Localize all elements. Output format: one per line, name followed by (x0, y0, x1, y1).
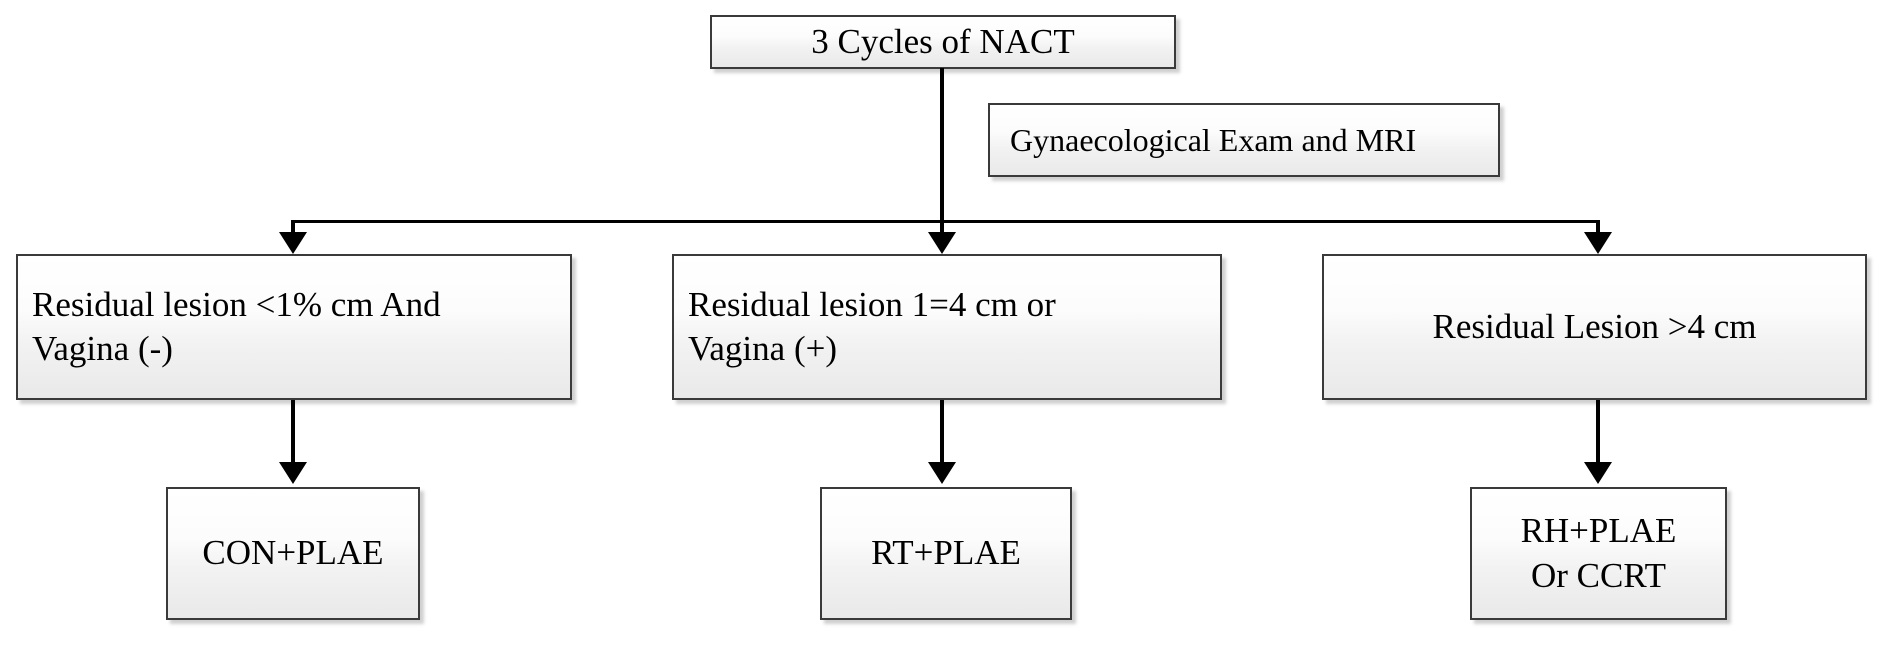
node-residual-lesion-mid-label: Residual lesion 1=4 cm or Vagina (+) (688, 284, 1056, 368)
node-3-cycles-of-nact[interactable]: 3 Cycles of NACT (710, 15, 1176, 69)
arrowhead-to-residual-mid (928, 232, 956, 254)
node-residual-lesion-small[interactable]: Residual lesion <1% cm And Vagina (-) (16, 254, 572, 400)
connector-distribution-bar (293, 220, 1600, 223)
arrowhead-to-residual-large (1584, 232, 1612, 254)
connector-leg-to-residual-large (1596, 220, 1600, 238)
connector-leg-to-residual-mid (940, 220, 944, 238)
node-treatment-rh-plae-or-ccrt[interactable]: RH+PLAE Or CCRT (1470, 487, 1727, 620)
node-3-cycles-of-nact-label: 3 Cycles of NACT (811, 21, 1075, 61)
connector-residual-small-to-treatment (291, 400, 295, 462)
node-treatment-con-plae[interactable]: CON+PLAE (166, 487, 420, 620)
node-treatment-rh-plae-or-ccrt-label: RH+PLAE Or CCRT (1520, 511, 1677, 595)
arrowhead-to-treatment-left (279, 462, 307, 484)
node-treatment-rt-plae[interactable]: RT+PLAE (820, 487, 1072, 620)
arrowhead-to-treatment-right (1584, 462, 1612, 484)
connector-leg-to-residual-small (291, 220, 295, 238)
node-treatment-rt-plae-label: RT+PLAE (871, 533, 1021, 573)
node-gynaecological-exam-and-mri-label: Gynaecological Exam and MRI (1010, 121, 1417, 158)
node-residual-lesion-large-label: Residual Lesion >4 cm (1432, 306, 1757, 346)
node-treatment-con-plae-label: CON+PLAE (202, 533, 384, 573)
connector-residual-large-to-treatment (1596, 400, 1600, 462)
arrowhead-to-treatment-center (928, 462, 956, 484)
node-residual-lesion-small-label: Residual lesion <1% cm And Vagina (-) (32, 284, 441, 368)
connector-residual-mid-to-treatment (940, 400, 944, 462)
arrowhead-to-residual-small (279, 232, 307, 254)
node-residual-lesion-mid[interactable]: Residual lesion 1=4 cm or Vagina (+) (672, 254, 1222, 400)
node-gynaecological-exam-and-mri[interactable]: Gynaecological Exam and MRI (988, 103, 1500, 177)
node-residual-lesion-large[interactable]: Residual Lesion >4 cm (1322, 254, 1867, 400)
connector-nact-trunk (940, 68, 944, 222)
